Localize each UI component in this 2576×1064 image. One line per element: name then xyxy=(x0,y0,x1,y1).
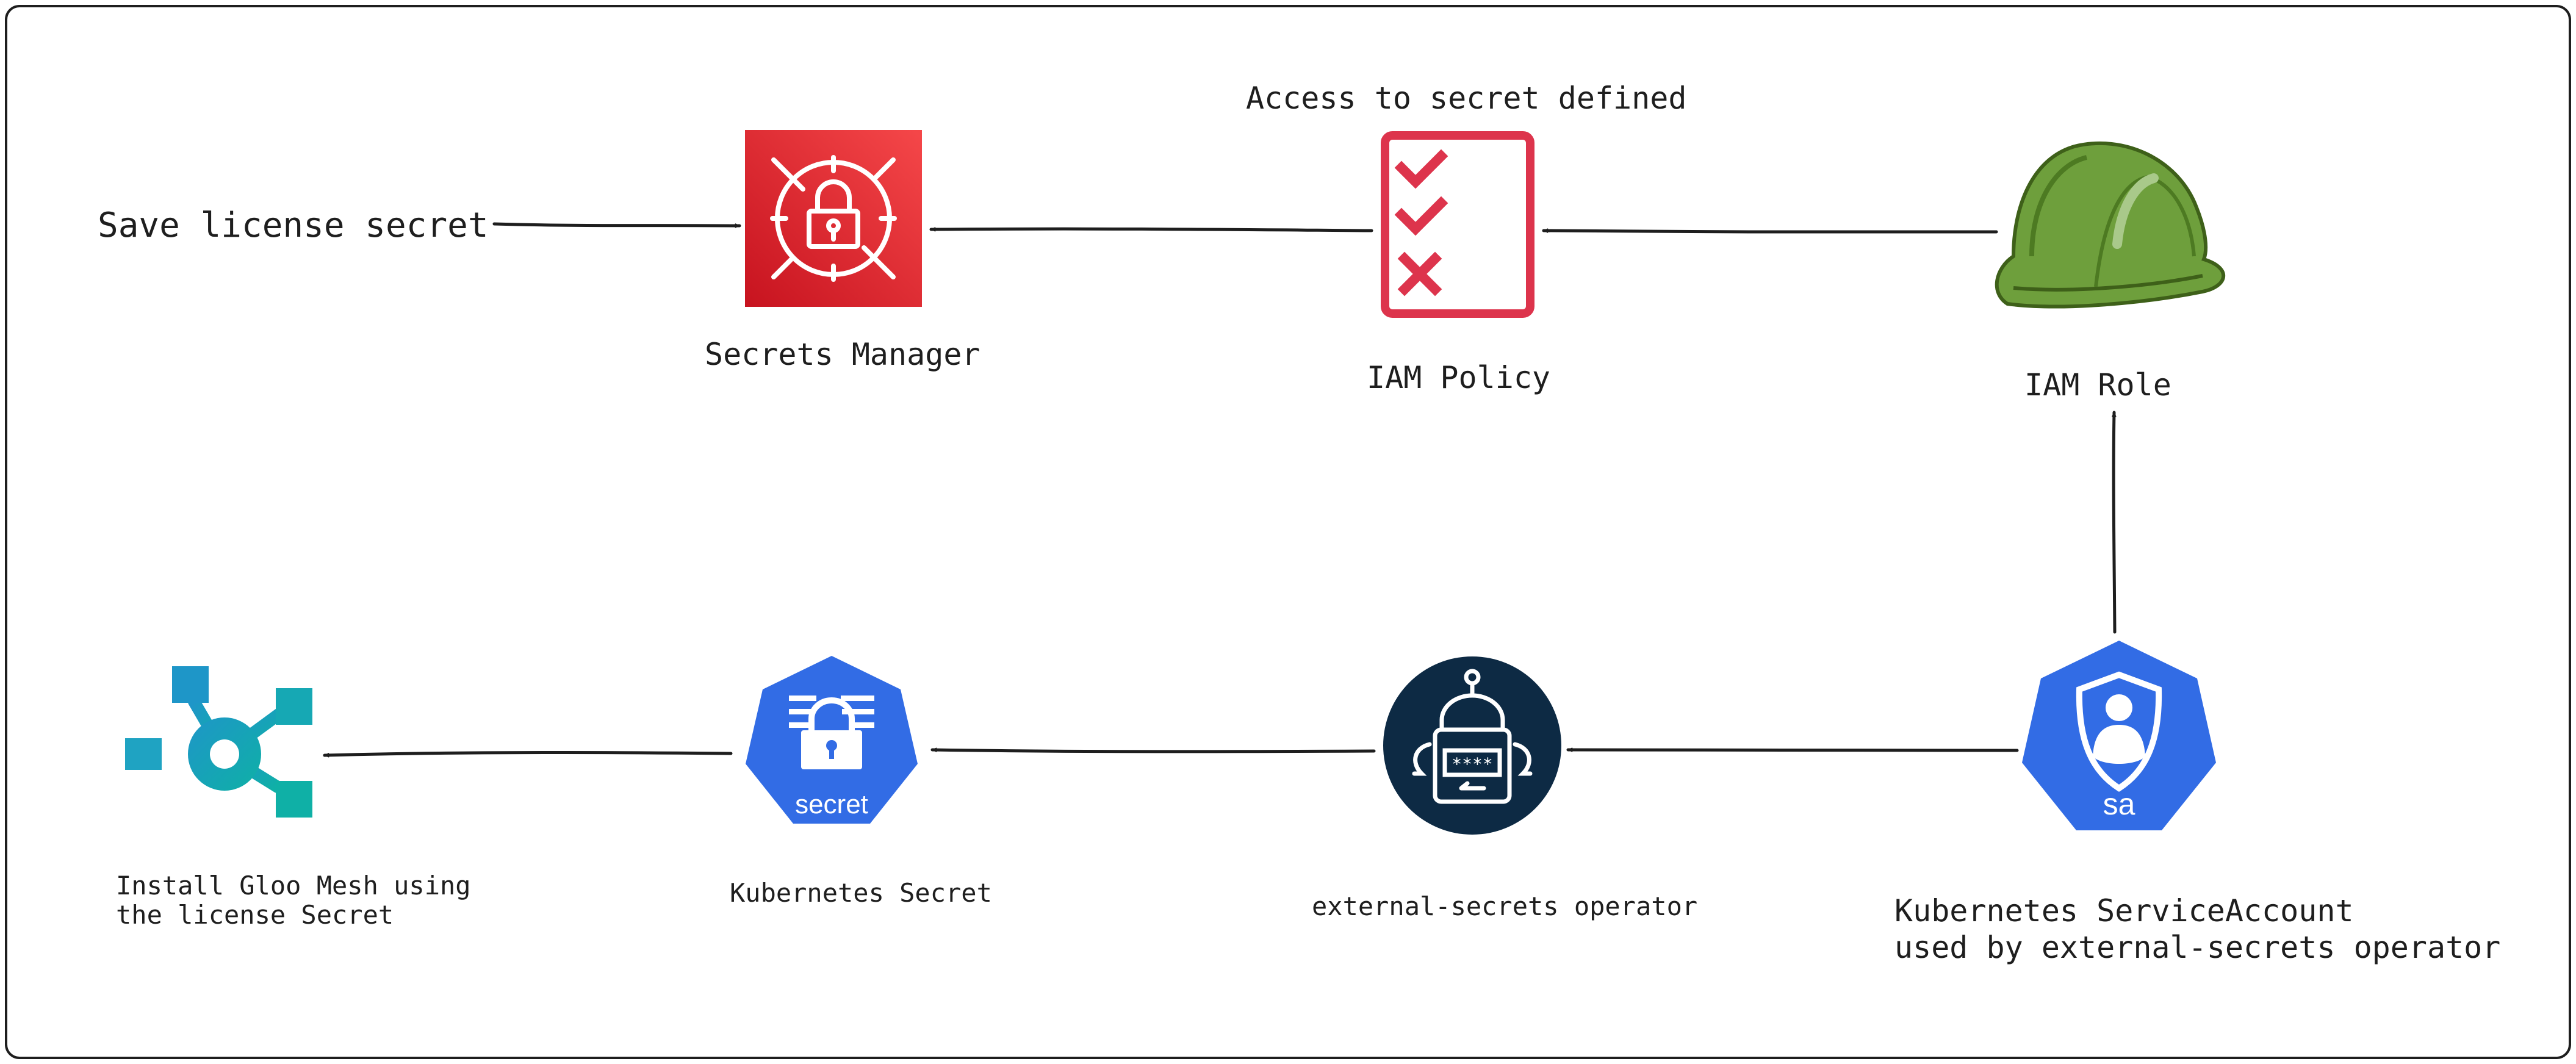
kubernetes-secret-icon: secret xyxy=(746,656,918,824)
secrets-manager-label: Secrets Manager xyxy=(705,337,980,372)
arrow-service-account-to-role xyxy=(2114,411,2115,634)
service-account-badge-text: sa xyxy=(2103,787,2135,821)
secret-badge-text: secret xyxy=(795,789,868,819)
kubernetes-secret-label: Kubernetes Secret xyxy=(730,878,992,908)
service-account-label-line1: Kubernetes ServiceAccount xyxy=(1894,893,2354,929)
service-account-label-line2: used by external-secrets operator xyxy=(1894,930,2500,965)
access-to-secret-defined-label: Access to secret defined xyxy=(1246,81,1686,116)
install-gloo-label-line2: the license Secret xyxy=(116,900,394,930)
external-secrets-operator-label: external-secrets operator xyxy=(1312,891,1697,921)
arrow-save-to-secrets-manager xyxy=(492,222,741,226)
arrow-role-to-policy xyxy=(1542,231,1998,234)
robot-operator-icon: **** xyxy=(1383,656,1561,835)
gloo-mesh-icon xyxy=(125,666,312,818)
aws-secrets-manager-icon xyxy=(745,130,922,307)
operator-screen-text: **** xyxy=(1452,754,1492,774)
iam-policy-label: IAM Policy xyxy=(1367,360,1550,395)
checklist-icon xyxy=(1381,131,1534,318)
arrow-operator-to-k8s-secret xyxy=(930,750,1376,753)
iam-role-label: IAM Role xyxy=(2024,367,2171,403)
save-license-secret-label: Save license secret xyxy=(98,206,489,245)
hard-hat-icon xyxy=(1995,141,2225,309)
kubernetes-service-account-icon: sa xyxy=(2022,641,2216,830)
arrow-k8s-secret-to-gloo xyxy=(323,750,733,755)
diagram-frame xyxy=(5,5,2571,1059)
arrow-policy-to-secrets-manager xyxy=(929,229,1373,232)
install-gloo-label-line1: Install Gloo Mesh using xyxy=(116,871,471,900)
